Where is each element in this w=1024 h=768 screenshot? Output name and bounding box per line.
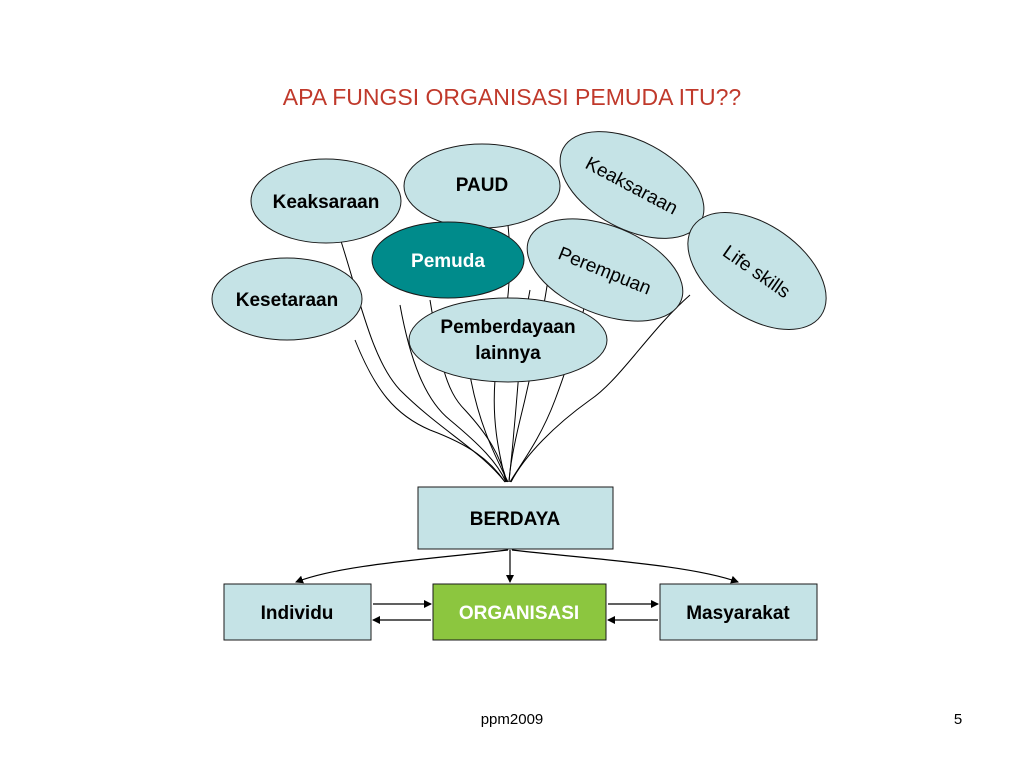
double-arrows-left (372, 600, 432, 624)
box-organisasi: ORGANISASI (432, 583, 607, 641)
node-label: Kesetaraan (236, 290, 338, 311)
node-pemberdayaan: Pemberdayaan lainnya (408, 297, 608, 383)
node-kesetaraan: Kesetaraan (211, 257, 363, 341)
curve-pemberdayaan (469, 374, 509, 483)
node-life-skills: Life skills (687, 212, 827, 330)
box-masyarakat: Masyarakat (659, 583, 818, 641)
node-label: Pemuda (411, 251, 485, 272)
slide-title: APA FUNGSI ORGANISASI PEMUDA ITU?? (283, 84, 741, 110)
curve-life-skills (510, 294, 691, 483)
node-keaksaraan-right: Keaksaraan (559, 131, 705, 239)
node-perempuan: Perempuan (526, 218, 684, 322)
box-berdaya: BERDAYA (417, 486, 614, 550)
page-number: 5 (954, 711, 962, 728)
curve-extra (399, 304, 507, 483)
box-label: Individu (261, 603, 334, 624)
arrow-to-masyarakat (511, 549, 739, 584)
box-label: BERDAYA (470, 509, 561, 530)
box-label: Masyarakat (686, 603, 790, 624)
box-label: ORGANISASI (459, 603, 579, 624)
node-label-line1: Pemberdayaan (440, 317, 575, 338)
node-pemuda: Pemuda (371, 221, 525, 299)
node-label: Keaksaraan (273, 192, 380, 213)
curve-kesetaraan (354, 339, 506, 483)
box-individu: Individu (223, 583, 372, 641)
node-label-line2: lainnya (475, 343, 541, 364)
node-keaksaraan-left: Keaksaraan (250, 158, 402, 244)
node-label: PAUD (456, 175, 508, 196)
berdaya-arrows (295, 549, 739, 584)
footer-label: ppm2009 (481, 711, 544, 728)
double-arrows-right (607, 600, 659, 624)
node-paud: PAUD (403, 143, 561, 229)
arrow-to-individu (295, 549, 509, 584)
